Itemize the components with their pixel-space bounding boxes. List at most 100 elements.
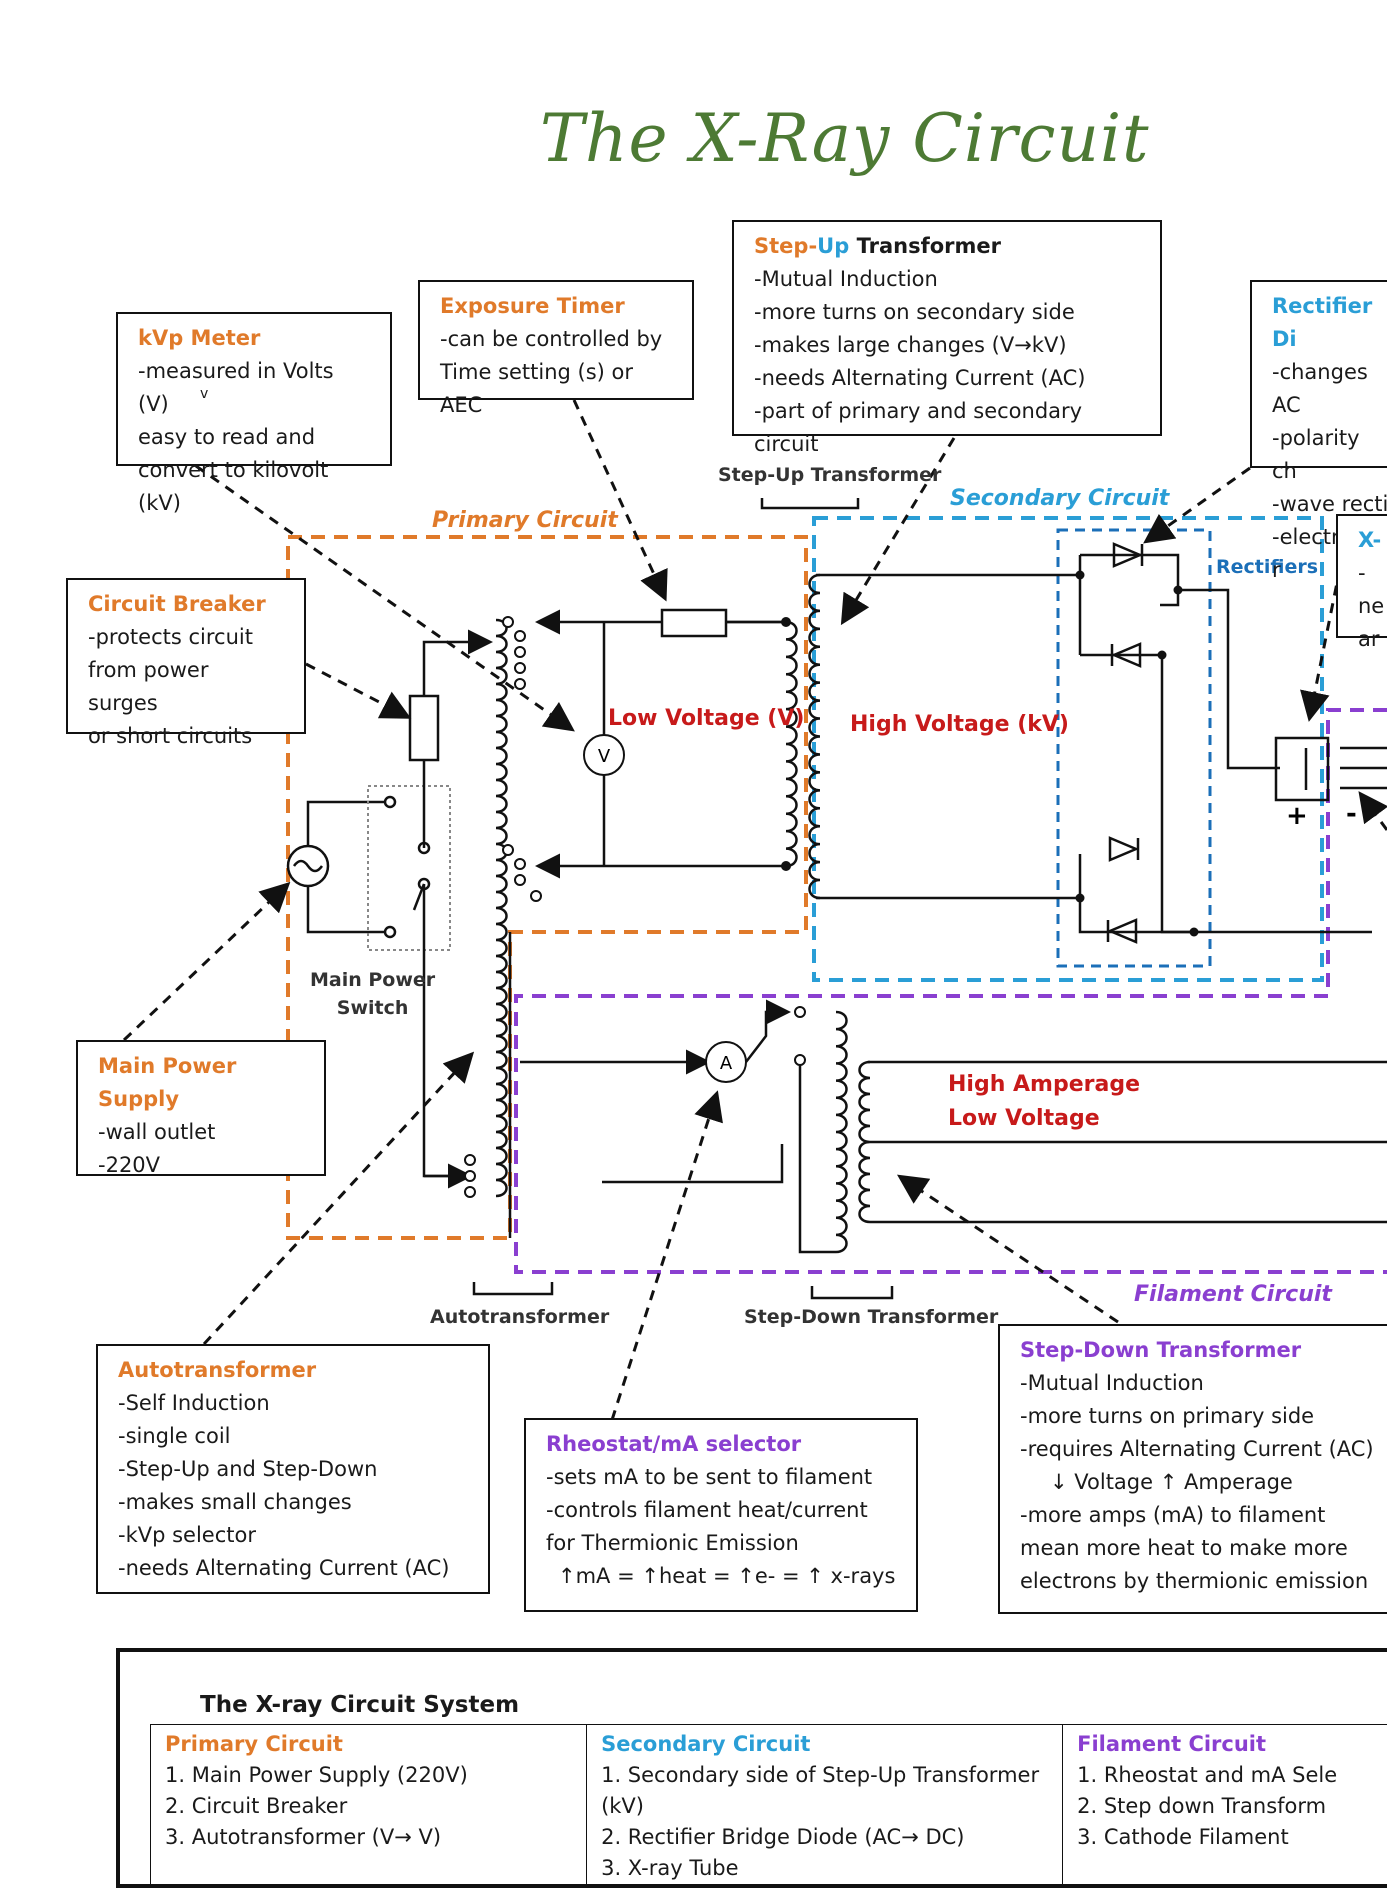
list-item: 1. Secondary side of Step-Up Transformer…	[601, 1760, 1048, 1822]
step-up-line: -part of primary and secondary circuit	[754, 395, 1140, 461]
xray-tube-heading: X-	[1358, 524, 1376, 557]
rectifier-diodes	[1108, 544, 1142, 942]
main-switch-outline	[368, 786, 450, 950]
kvp-meter-line: -measured in Volts (V)	[138, 355, 370, 421]
system-column-heading: Secondary Circuit	[601, 1729, 1048, 1760]
filament-circuit-outline	[516, 710, 1387, 1272]
label-low-voltage-filament: Low Voltage	[948, 1106, 1100, 1131]
label-low-voltage: Low Voltage (V)	[608, 706, 804, 731]
list-item: 1. Main Power Supply (220V)	[165, 1760, 572, 1791]
rectifier-line: -changes AC	[1272, 356, 1387, 422]
step-up-heading-step: Step	[754, 234, 808, 258]
autotransformer-line: -needs Alternating Current (AC)	[118, 1552, 468, 1585]
label-main-power-switch: Main Power Switch	[310, 966, 435, 1022]
main-power-line: -220V	[98, 1149, 304, 1182]
rheostat-line: -controls filament heat/current	[546, 1494, 896, 1527]
list-item: 2. Circuit Breaker	[165, 1791, 572, 1822]
anode-plus: +	[1286, 801, 1308, 831]
step-up-heading: Step-Up Transformer	[754, 230, 1140, 263]
kvp-meter-accent-mark: v	[200, 378, 208, 411]
autotransformer-coil	[496, 620, 510, 1238]
label-autotransformer: Autotransformer	[430, 1306, 609, 1328]
step-up-line: -needs Alternating Current (AC)	[754, 362, 1140, 395]
list-item: 2. Rectifier Bridge Diode (AC→ DC)	[601, 1822, 1048, 1853]
label-main-power-switch-line1: Main Power	[310, 966, 435, 994]
circuit-breaker-box: Circuit Breaker -protects circuit from p…	[66, 578, 306, 734]
voltmeter-label: V	[598, 746, 611, 767]
label-primary-circuit: Primary Circuit	[432, 508, 618, 533]
step-down-line: mean more heat to make more	[1020, 1532, 1378, 1565]
system-column-secondary: Secondary Circuit 1. Secondary side of S…	[587, 1725, 1063, 1888]
autotransformer-heading: Autotransformer	[118, 1354, 468, 1387]
step-up-line: -more turns on secondary side	[754, 296, 1140, 329]
circuit-breaker-symbol	[410, 696, 438, 760]
step-up-transformer-coils	[786, 575, 820, 898]
exposure-timer-heading: Exposure Timer	[440, 290, 672, 323]
xray-tube-box: X- -ne ar	[1336, 514, 1387, 638]
circuit-breaker-line: from power surges	[88, 654, 284, 720]
system-column-filament: Filament Circuit 1. Rheostat and mA Sele…	[1063, 1725, 1387, 1888]
secondary-circuit-outline	[814, 518, 1322, 980]
cathode-minus: -	[1346, 799, 1357, 829]
main-power-heading: Main Power Supply	[98, 1050, 304, 1116]
step-down-transformer-box: Step-Down Transformer -Mutual Induction …	[998, 1324, 1387, 1614]
list-item: 3. X-ray Tube	[601, 1853, 1048, 1884]
step-down-line: -more turns on primary side	[1020, 1400, 1378, 1433]
rheostat-line: for Thermionic Emission	[546, 1527, 896, 1560]
system-column-heading: Primary Circuit	[165, 1729, 572, 1760]
kvp-meter-line: convert to kilovolt (kV)	[138, 454, 370, 520]
circuit-breaker-line: or short circuits	[88, 720, 284, 753]
step-up-heading-up: Up	[817, 234, 849, 258]
list-item: 2. Step down Transform	[1077, 1791, 1373, 1822]
step-down-heading: Step-Down Transformer	[1020, 1334, 1378, 1367]
step-down-line: ↓ Voltage ↑ Amperage	[1020, 1466, 1378, 1499]
xray-tube-line: ar	[1358, 623, 1376, 656]
label-step-up-transformer: Step-Up Transformer	[718, 464, 941, 486]
main-power-line: -wall outlet	[98, 1116, 304, 1149]
rheostat-line: -sets mA to be sent to filament	[546, 1461, 896, 1494]
list-item: 3. Cathode Filament	[1077, 1822, 1373, 1853]
rectifier-line: -polarity ch	[1272, 422, 1387, 488]
step-down-transformer-coils	[836, 1012, 870, 1252]
step-down-line: electrons by thermionic emission	[1020, 1565, 1378, 1598]
exposure-timer-line: Time setting (s) or AEC	[440, 356, 672, 422]
autotransformer-line: -Self Induction	[118, 1387, 468, 1420]
circuit-breaker-line: -protects circuit	[88, 621, 284, 654]
system-summary-table: Primary Circuit 1. Main Power Supply (22…	[150, 1724, 1387, 1888]
exposure-timer-symbol	[662, 610, 726, 636]
step-down-line: -requires Alternating Current (AC)	[1020, 1433, 1378, 1466]
exposure-timer-line: -can be controlled by	[440, 323, 672, 356]
table-row: Primary Circuit 1. Main Power Supply (22…	[151, 1725, 1387, 1888]
autotransformer-box: Autotransformer -Self Induction -single …	[96, 1344, 490, 1594]
label-step-down-transformer: Step-Down Transformer	[744, 1306, 998, 1328]
rheostat-box: Rheostat/mA selector -sets mA to be sent…	[524, 1418, 918, 1612]
primary-circuit-outline	[288, 537, 806, 1238]
autotransformer-line: -makes small changes	[118, 1486, 468, 1519]
autotransformer-line: -single coil	[118, 1420, 468, 1453]
system-column-heading: Filament Circuit	[1077, 1729, 1373, 1760]
autotransformer-line: -Step-Up and Step-Down	[118, 1453, 468, 1486]
label-secondary-circuit: Secondary Circuit	[950, 486, 1169, 511]
main-power-supply-box: Main Power Supply -wall outlet -220V	[76, 1040, 326, 1176]
system-summary-title: The X-ray Circuit System	[200, 1692, 519, 1718]
step-up-heading-dash: -	[808, 234, 817, 258]
step-down-line: -Mutual Induction	[1020, 1367, 1378, 1400]
label-high-amperage: High Amperage	[948, 1072, 1140, 1097]
rectifier-heading: Rectifier Di	[1272, 290, 1387, 356]
kvp-meter-line: easy to read and	[138, 421, 370, 454]
rheostat-line: ↑mA = ↑heat = ↑e- = ↑ x-rays	[546, 1560, 896, 1593]
label-filament-circuit: Filament Circuit	[1134, 1282, 1332, 1307]
label-main-power-switch-line2: Switch	[310, 994, 435, 1022]
xray-tube-symbol	[1276, 738, 1387, 800]
rectifier-diode-box: Rectifier Di -changes AC -polarity ch -w…	[1250, 280, 1387, 468]
label-high-voltage: High Voltage (kV)	[850, 712, 1069, 737]
step-down-line: -more amps (mA) to filament	[1020, 1499, 1378, 1532]
step-up-heading-transformer: Transformer	[849, 234, 1001, 258]
autotransformer-line: -kVp selector	[118, 1519, 468, 1552]
ammeter-label: A	[720, 1053, 733, 1074]
step-up-line: -Mutual Induction	[754, 263, 1140, 296]
step-up-line: -makes large changes (V→kV)	[754, 329, 1140, 362]
circuit-breaker-heading: Circuit Breaker	[88, 588, 284, 621]
ac-source-symbol	[288, 802, 390, 932]
rheostat-heading: Rheostat/mA selector	[546, 1428, 896, 1461]
